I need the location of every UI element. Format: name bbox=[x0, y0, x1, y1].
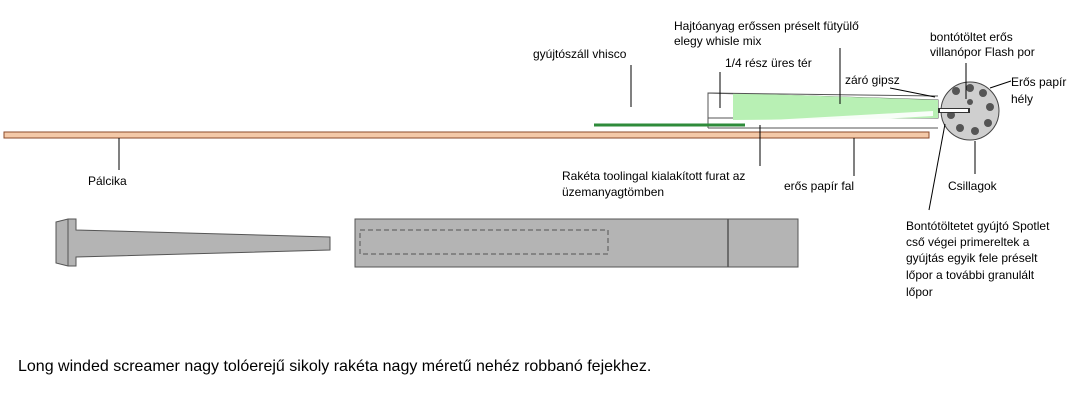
rocket-tube bbox=[707, 92, 939, 129]
label-spotlet-4: lőpor a további granulált bbox=[906, 268, 1035, 282]
label-burst-charge-1: bontótöltet erős bbox=[930, 30, 1013, 44]
label-spotlet-5: lőpor bbox=[906, 285, 933, 299]
star bbox=[956, 124, 964, 132]
label-propellant-1: Hajtóanyag erőssen préselt fütyülő bbox=[674, 19, 859, 33]
leader-strong-paper bbox=[989, 80, 1012, 89]
label-propellant-2: elegy whisle mix bbox=[674, 34, 761, 48]
label-spotlet-1: Bontótöltetet gyújtó Spotlet bbox=[906, 219, 1050, 233]
burst-head bbox=[938, 81, 1000, 141]
leader-spotlet bbox=[928, 123, 946, 211]
label-strong-paper-1: Erős papír bbox=[1011, 75, 1066, 89]
star bbox=[952, 87, 960, 95]
label-spotlet-2: cső végei primereltek a bbox=[906, 235, 1030, 249]
star bbox=[979, 89, 987, 97]
tooling bbox=[55, 218, 799, 268]
star bbox=[967, 99, 973, 105]
spotlet-core bbox=[940, 109, 968, 112]
label-stars: Csillagok bbox=[948, 179, 998, 193]
label-quarter-space: 1/4 rész üres tér bbox=[725, 56, 812, 70]
label-strong-paper-2: hély bbox=[1011, 92, 1033, 106]
stick bbox=[3, 131, 930, 139]
star bbox=[971, 127, 979, 135]
label-stick: Pálcika bbox=[88, 174, 127, 188]
tube-top-edge bbox=[707, 92, 939, 97]
rammer-tool bbox=[354, 218, 799, 268]
label-core-hole-1: Rakéta toolingal kialakított furat az bbox=[562, 169, 745, 183]
label-spotlet-3: gyújtás egyik fele préselt bbox=[906, 251, 1038, 265]
label-burst-charge-2: villanópor Flash por bbox=[930, 45, 1035, 59]
propellant-fill bbox=[733, 93, 938, 120]
leader-lines bbox=[118, 48, 1012, 211]
core-hole bbox=[736, 111, 933, 127]
leader-clay-plug bbox=[889, 87, 936, 98]
spindle-tool bbox=[55, 218, 331, 267]
diagram-caption: Long winded screamer nagy tolóerejű siko… bbox=[18, 358, 651, 375]
label-fuse: gyújtószáll vhisco bbox=[533, 47, 627, 61]
star bbox=[984, 119, 992, 127]
star bbox=[986, 103, 994, 111]
rammer-hollow bbox=[359, 229, 609, 255]
label-paper-wall: erős papír fal bbox=[784, 179, 854, 193]
label-clay-plug: záró gipsz bbox=[845, 73, 900, 87]
star bbox=[966, 84, 974, 92]
label-core-hole-2: üzemanyagtömben bbox=[562, 185, 664, 199]
